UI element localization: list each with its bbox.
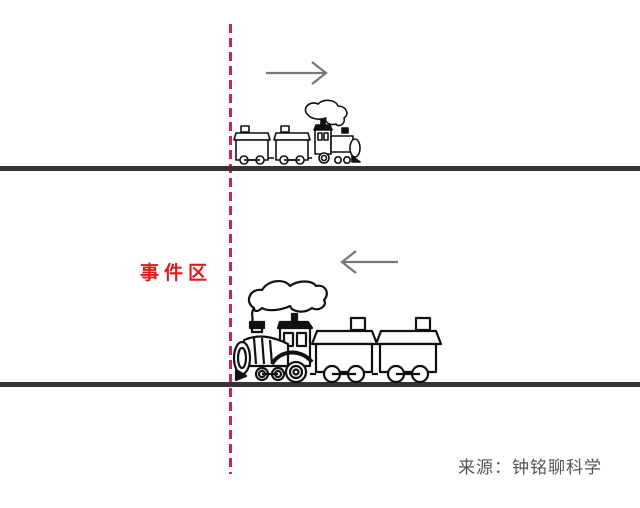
- bottom-train-illustration: [232, 280, 443, 384]
- right-arrow-icon: [266, 61, 328, 85]
- top-train-car-1: [233, 125, 271, 165]
- event-zone-boundary-line: [229, 24, 232, 474]
- event-zone-label: 事件区: [140, 262, 213, 284]
- top-train-illustration: [233, 99, 361, 165]
- bottom-train-car-1: [310, 316, 379, 384]
- left-arrow-icon: [340, 250, 398, 274]
- bottom-track: [0, 382, 640, 387]
- source-caption: 来源：钟铭聊科学: [458, 458, 602, 478]
- bottom-train-locomotive: [232, 280, 328, 384]
- top-train-locomotive: [304, 99, 361, 164]
- top-train-car-2: [273, 125, 311, 165]
- bottom-train-car-2: [374, 316, 443, 384]
- top-track: [0, 166, 640, 171]
